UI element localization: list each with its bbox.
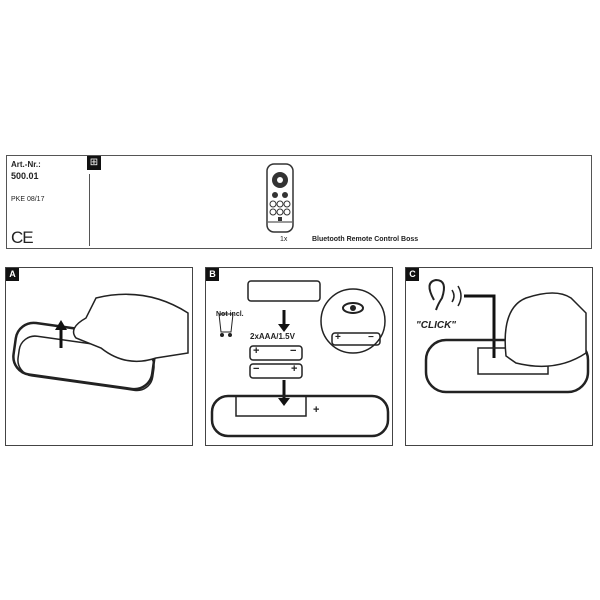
product-info-header: Art.-Nr.: 500.01 PKE 08/17 CE ⊞ 1x Bluet… xyxy=(6,155,592,249)
plus-sign: + xyxy=(253,345,260,357)
plus-sign: + xyxy=(335,332,341,343)
remote-control-illustration xyxy=(266,163,294,233)
minus-sign: − xyxy=(368,332,374,343)
step-c-panel: C "CLICK" xyxy=(405,267,593,446)
article-number: 500.01 xyxy=(11,171,39,181)
step-b-panel: B Not incl. 2xAAA/1.5V + − − + + − + xyxy=(205,267,393,446)
battery-spec: 2xAAA/1.5V xyxy=(250,332,295,341)
step-label: A xyxy=(6,268,19,281)
minus-sign: − xyxy=(253,363,260,375)
step-label: C xyxy=(406,268,419,281)
minus-sign: − xyxy=(290,345,297,357)
click-sound-text: "CLICK" xyxy=(416,320,457,331)
not-included-note: Not incl. xyxy=(216,311,244,318)
quantity: 1x xyxy=(280,236,288,243)
ce-mark: CE xyxy=(11,228,34,247)
step-a-panel: A xyxy=(5,267,193,446)
step-label: B xyxy=(206,268,219,281)
package-contents-icon: ⊞ xyxy=(87,156,101,170)
battery-insert-illustration xyxy=(210,280,390,438)
article-label: Art.-Nr.: xyxy=(11,160,41,169)
date-code: PKE 08/17 xyxy=(11,196,45,203)
plus-sign: + xyxy=(313,404,320,416)
plus-sign: + xyxy=(291,363,298,375)
close-cover-illustration xyxy=(424,278,590,394)
product-name: Bluetooth Remote Control Boss xyxy=(312,236,419,243)
divider xyxy=(89,174,90,246)
slide-cover-illustration xyxy=(12,293,189,392)
